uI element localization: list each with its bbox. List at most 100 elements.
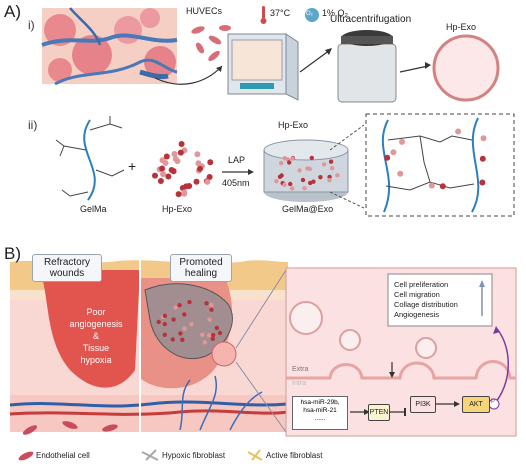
exosome-dot <box>210 336 215 341</box>
exosome-dot <box>290 186 295 191</box>
exosome-dot <box>211 332 216 338</box>
thermometer-icon <box>260 6 267 24</box>
oxygen-label: 1% O₂ <box>322 8 349 18</box>
exosome-dot <box>302 186 307 191</box>
exosome-dot <box>171 317 176 322</box>
hypoxic-fibroblast-icon <box>141 449 159 461</box>
panel-a-letter: A) <box>4 2 21 21</box>
exosome-dot <box>207 317 212 322</box>
exosome-dot <box>170 337 175 342</box>
exosome-dot <box>397 170 404 177</box>
exosome-dot <box>183 183 190 190</box>
row-ii-label: ii) <box>28 118 38 132</box>
exosome-dot <box>173 305 178 310</box>
exosome-dot <box>318 175 323 180</box>
zoom-lines-b <box>235 269 287 433</box>
exosome-dot <box>287 160 292 165</box>
exosome-dot <box>165 173 172 180</box>
endothelial-cell-icon <box>18 451 34 461</box>
exosome-dot <box>384 154 391 161</box>
mirna-item: hsa-miR-21 <box>303 407 337 414</box>
exosome-dot <box>159 165 166 172</box>
gelma-exo-label: GelMa@Exo <box>282 204 334 214</box>
wound-text-line: Tissue <box>82 343 110 353</box>
exosome-dot <box>181 190 188 197</box>
oxygen-icon <box>305 8 319 22</box>
wavelength-label: 405nm <box>222 178 250 188</box>
vesicle <box>415 337 437 359</box>
promoted-healing-label: Promoted healing <box>170 254 232 282</box>
exosome-dot <box>300 177 306 183</box>
exosome-dot <box>195 160 202 167</box>
exosome-dot <box>327 177 332 183</box>
outcomes-box <box>387 273 493 327</box>
active-fibroblast-icon <box>247 449 263 461</box>
huvecs-label: HUVECs <box>186 6 223 16</box>
exosome-dot <box>455 128 462 135</box>
pi3k-box: PI3K <box>410 396 436 413</box>
intra-label: Intra <box>292 380 307 387</box>
exosome-dot <box>157 178 164 184</box>
zoom-exo-dots <box>384 128 487 190</box>
exosome-dot <box>202 340 207 345</box>
refractory-wounds-label: Refractory wounds <box>32 254 102 282</box>
wound-exo-dots <box>156 299 223 345</box>
lap-label: LAP <box>228 155 246 165</box>
exosome-dot <box>274 179 279 184</box>
row-i-label: i) <box>28 18 35 32</box>
outcome-item: Angiogenesis <box>394 310 440 319</box>
exosome-dot <box>330 166 335 171</box>
zoom-origin <box>211 341 237 367</box>
mirna-more: ...... <box>314 415 326 422</box>
hydrogel-dressing <box>144 283 233 360</box>
exosome-dot <box>290 156 295 161</box>
exosome-dot <box>175 191 182 198</box>
gelma-structure <box>55 116 125 201</box>
phosphate-label: P <box>491 399 496 405</box>
exosome-dot <box>162 332 167 337</box>
gelma-label: GelMa <box>80 204 107 214</box>
exosome-dot <box>214 325 219 331</box>
legend-endothelial: Endothelial cell <box>36 451 90 460</box>
exosome-dot <box>480 135 487 142</box>
exosome-dot <box>439 183 446 190</box>
exosome-dot <box>168 167 175 173</box>
exosome-dot <box>172 155 179 162</box>
centrifuge <box>337 30 397 103</box>
pathway-arrows <box>350 403 456 413</box>
vesicle <box>339 329 361 351</box>
exosome-dot <box>308 180 313 186</box>
exosome-dot <box>197 165 203 172</box>
exosome-dot <box>180 337 185 342</box>
outcome-item: Collage distribution <box>394 300 458 309</box>
pten-box: PTEN <box>368 404 390 421</box>
exosome-dot <box>328 159 334 164</box>
exosome-dot <box>177 303 182 308</box>
exosome-dot <box>187 299 192 305</box>
exosome-dot <box>209 302 214 308</box>
endothelial-cells <box>22 421 118 435</box>
temperature-label: 37°C <box>270 8 291 18</box>
plus-sign: + <box>128 158 137 174</box>
exosome-dot <box>204 301 209 306</box>
exosome-dot <box>390 149 397 156</box>
arrow-to-hp-exo <box>399 65 429 73</box>
wound-text: Poor angiogenesis & Tissue hypoxia <box>54 306 138 366</box>
legend-hypoxic: Hypoxic fibroblast <box>162 451 226 460</box>
crosslinked-network <box>381 117 480 213</box>
zoom-lines <box>329 124 365 209</box>
wound-text-line: hypoxia <box>80 355 112 365</box>
exosome-dot <box>178 331 183 336</box>
exosome-dot <box>152 172 158 179</box>
exosome-dot <box>182 326 187 331</box>
cell-membrane <box>286 360 516 380</box>
vesicle <box>289 301 323 335</box>
exosome-dot <box>207 159 214 166</box>
exosome-dot <box>193 178 200 185</box>
akt-box: AKT <box>462 396 490 413</box>
exosome-dot <box>207 333 212 338</box>
exosome-dot <box>399 138 405 145</box>
refractory-wound <box>40 270 140 388</box>
exosome-dot <box>160 171 167 178</box>
